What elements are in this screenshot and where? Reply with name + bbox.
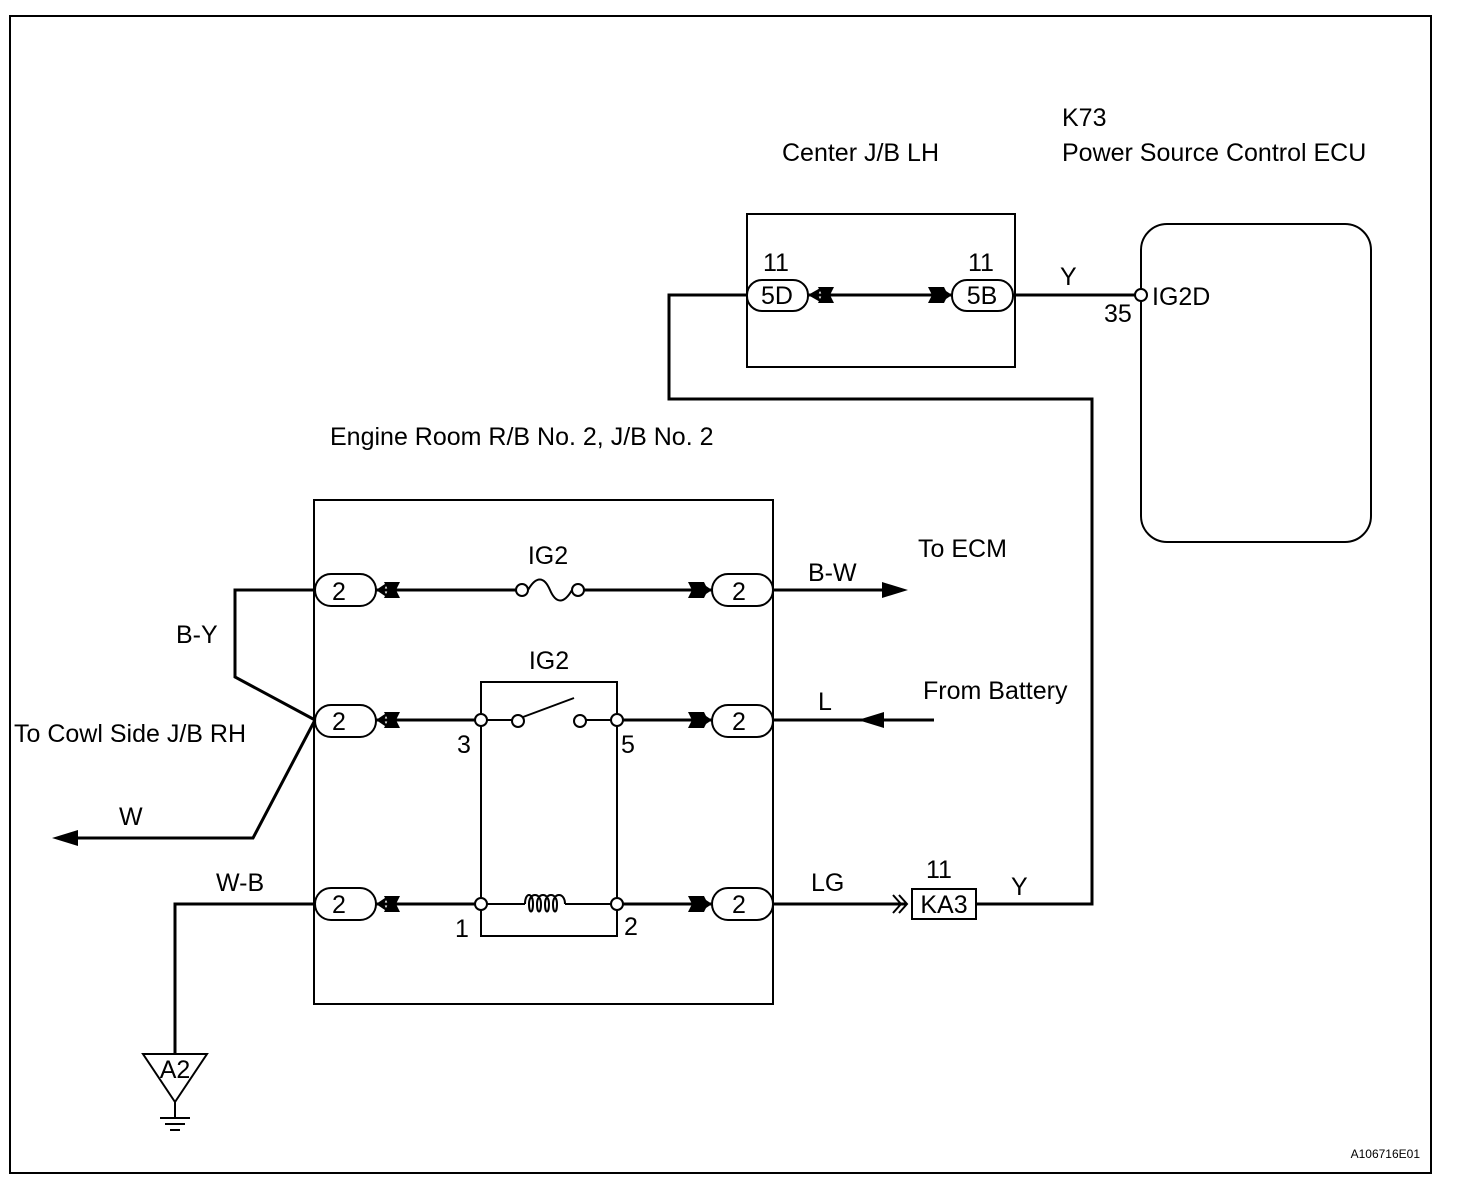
- wire-b-w-label: B-W: [808, 559, 857, 587]
- arrow-marker-5b-b: [940, 287, 952, 303]
- ka3-chevron-icon-b: [898, 894, 909, 914]
- connector-ka3-label: KA3: [920, 891, 967, 919]
- row1-left-marker: [376, 582, 388, 598]
- row3-left-connector-label: 2: [332, 891, 346, 919]
- wire-5d-to-ka3: [667, 293, 1094, 906]
- connector-5b-label: 5B: [967, 282, 998, 310]
- row2-right-connector-label: 2: [732, 708, 746, 736]
- relay-terminal-1: [474, 897, 488, 911]
- row3-left-marker-b: [384, 896, 400, 912]
- relay-switch-arm-icon: [522, 697, 575, 718]
- ecu-terminal-label: IG2D: [1152, 283, 1210, 311]
- wire-w-b-label: W-B: [216, 869, 264, 897]
- ecu-terminal-ig2d: [1134, 288, 1148, 302]
- ecu-box: [1140, 223, 1372, 543]
- row2-right-marker-b: [700, 712, 712, 728]
- relay-ig2-label: IG2: [529, 647, 569, 675]
- fuse-terminal-left: [515, 583, 529, 597]
- engine-rb-box: [313, 499, 774, 1005]
- engine-rb-title: Engine Room R/B No. 2, J/B No. 2: [330, 423, 714, 451]
- arrow-from-battery-icon: [858, 712, 884, 728]
- row1-left-marker-b: [384, 582, 400, 598]
- relay-ig2-frame: [480, 681, 618, 937]
- wire-b-y-label: B-Y: [176, 621, 218, 649]
- row3-right-connector-label: 2: [732, 891, 746, 919]
- connector-ka3-pin: 11: [926, 856, 952, 884]
- wire-lg-label: LG: [811, 869, 844, 897]
- diagram-frame: [9, 15, 1432, 1174]
- arrow-to-ecm-icon: [882, 582, 908, 598]
- relay-pin-1-label: 1: [455, 915, 469, 943]
- fuse-terminal-right: [571, 583, 585, 597]
- row1-right-connector-label: 2: [732, 578, 746, 606]
- to-ecm-label: To ECM: [918, 535, 1007, 563]
- ka3-chevron-icon: [892, 894, 903, 914]
- ecu-code: K73: [1062, 104, 1106, 132]
- ecu-name: Power Source Control ECU: [1062, 139, 1366, 167]
- relay-terminal-3: [474, 713, 488, 727]
- row3-left-marker: [376, 896, 388, 912]
- wire-b-y: [233, 588, 316, 722]
- wire-y-top-label: Y: [1060, 263, 1077, 291]
- relay-switch-contact-left: [511, 714, 525, 728]
- center-jb-right-pin: 11: [968, 249, 994, 277]
- relay-terminal-2: [610, 897, 624, 911]
- wire-w-label: W: [119, 803, 143, 831]
- ecu-pin-number: 35: [1104, 300, 1132, 328]
- from-battery-label: From Battery: [923, 677, 1068, 705]
- connector-5d-label: 5D: [761, 282, 793, 310]
- relay-coil-icon: [524, 894, 566, 913]
- relay-switch-contact-right: [573, 714, 587, 728]
- connector-ka3: [911, 888, 977, 920]
- arrow-marker-5d-b: [818, 287, 834, 303]
- row1-left-connector-label: 2: [332, 578, 346, 606]
- relay-pin-3-label: 3: [457, 731, 471, 759]
- row1-right-marker-b: [700, 582, 712, 598]
- wire-w-b: [173, 902, 315, 1054]
- relay-terminal-5: [610, 713, 624, 727]
- relay-pin-2-label: 2: [624, 913, 638, 941]
- arrow-marker-5d: [808, 287, 822, 303]
- fuse-ig2-label: IG2: [528, 542, 568, 570]
- wire-y-bottom-label: Y: [1011, 873, 1028, 901]
- row3-right-marker-b: [700, 896, 712, 912]
- center-jb-title: Center J/B LH: [782, 139, 939, 167]
- ground-a2-label: A2: [160, 1056, 191, 1084]
- center-jb-left-pin: 11: [763, 249, 789, 277]
- wire-l-label: L: [818, 688, 832, 716]
- relay-pin-5-label: 5: [621, 731, 635, 759]
- wire-w: [70, 719, 317, 840]
- to-cowl-label: To Cowl Side J/B RH: [14, 720, 246, 748]
- row2-left-marker: [376, 712, 388, 728]
- arrow-to-cowl-icon: [52, 830, 78, 846]
- row2-left-connector-label: 2: [332, 708, 346, 736]
- figure-id: A106716E01: [1351, 1147, 1421, 1161]
- ground-a2-triangle: [141, 1053, 209, 1104]
- row2-left-marker-b: [384, 712, 400, 728]
- fuse-ig2-icon: [527, 578, 573, 602]
